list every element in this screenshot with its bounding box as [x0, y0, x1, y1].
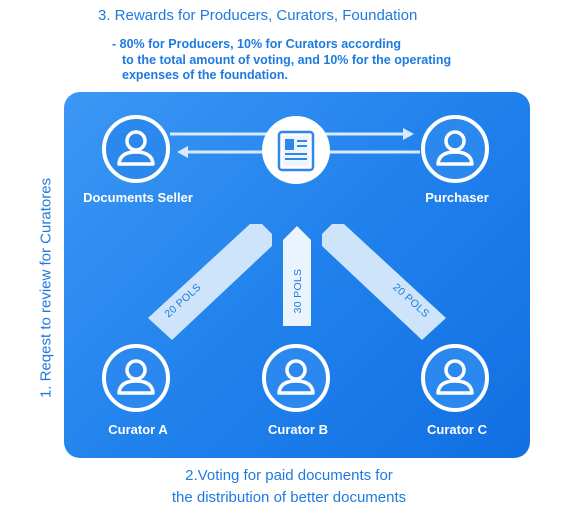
vote-amount-curator-b: 30 POLS — [292, 269, 304, 314]
curator-a-node — [102, 344, 170, 412]
purchaser-label: Purchaser — [425, 190, 489, 205]
curator-c-node — [421, 344, 489, 412]
vote-arrow-curator-c — [322, 224, 446, 340]
curator-c-label: Curator C — [427, 422, 487, 437]
review-request-text: 1. Reqest to review for Curatores — [37, 177, 55, 399]
user-icon — [277, 359, 315, 395]
rewards-note-line-3: expenses of the foundation. — [122, 68, 288, 82]
seller-node — [102, 115, 170, 183]
voting-caption-line-1: 2.Voting for paid documents for — [185, 467, 393, 484]
vote-arrow-curator-a — [148, 224, 272, 340]
seller-label: Documents Seller — [83, 190, 193, 205]
rewards-title: 3. Rewards for Producers, Curators, Foun… — [98, 7, 418, 24]
curator-a-label: Curator A — [108, 422, 168, 437]
curator-b-node — [262, 344, 330, 412]
document-icon — [277, 130, 315, 172]
user-icon — [436, 359, 474, 395]
document-node — [262, 116, 330, 184]
voting-caption-line-2: the distribution of better documents — [171, 489, 407, 506]
purchaser-node — [421, 115, 489, 183]
curator-b-label: Curator B — [268, 422, 328, 437]
rewards-note-line-1: - 80% for Producers, 10% for Curators ac… — [112, 37, 401, 51]
user-icon — [117, 359, 155, 395]
user-icon — [436, 130, 474, 166]
rewards-note: - 80% for Producers, 10% for Curators ac… — [112, 37, 451, 84]
voting-caption: 2.Voting for paid documents for the dist… — [0, 465, 578, 509]
user-icon — [117, 130, 155, 166]
rewards-note-line-2: to the total amount of voting, and 10% f… — [122, 52, 452, 67]
vote-arrow-curator-b — [283, 226, 311, 326]
